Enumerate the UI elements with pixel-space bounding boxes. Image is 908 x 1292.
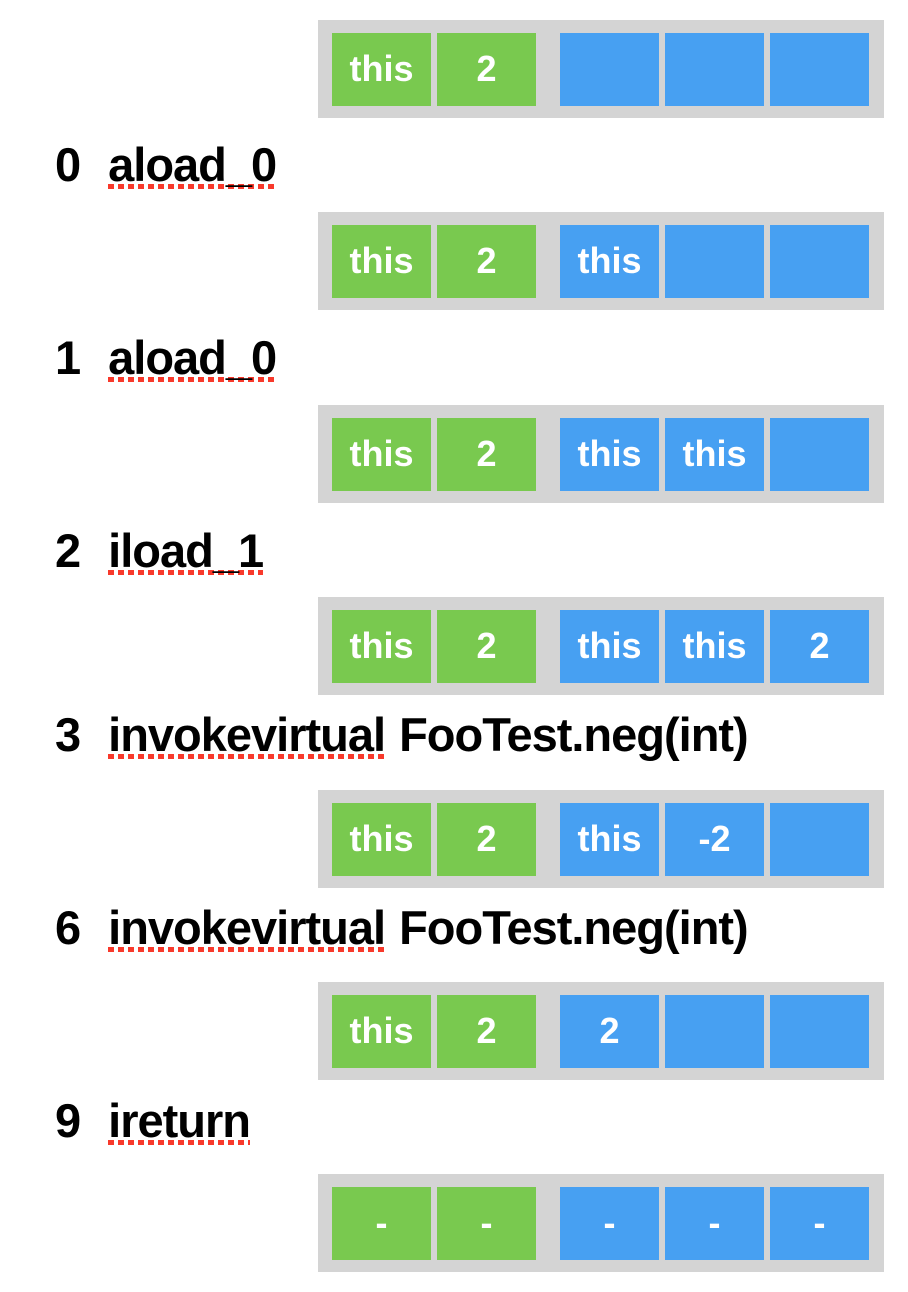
instruction-offset: 1	[55, 331, 81, 384]
stack-cell	[665, 224, 764, 298]
stack-cell: 2	[560, 994, 659, 1068]
frame-row: this 2 this -2	[318, 790, 884, 888]
stack-cell: -2	[665, 802, 764, 876]
local-var-cell: 2	[437, 417, 536, 491]
local-var-cell: this	[332, 609, 431, 683]
local-var-cell: 2	[437, 224, 536, 298]
stack-cell	[770, 32, 869, 106]
local-var-cell: this	[332, 994, 431, 1068]
stack-cell	[770, 994, 869, 1068]
frame-row: this 2	[318, 20, 884, 118]
local-var-cell: 2	[437, 609, 536, 683]
frame-row: this 2 this	[318, 212, 884, 310]
stack-cell: -	[560, 1186, 659, 1260]
stack-cell: this	[665, 417, 764, 491]
instruction-mnemonic: aload_0	[108, 138, 277, 191]
frame-row: this 2 this this 2	[318, 597, 884, 695]
instruction-offset: 9	[55, 1094, 81, 1147]
local-var-cell: 2	[437, 802, 536, 876]
local-var-cell: this	[332, 417, 431, 491]
local-var-cell: this	[332, 32, 431, 106]
local-var-cell: 2	[437, 994, 536, 1068]
stack-cell: -	[770, 1186, 869, 1260]
frame-row: this 2 2	[318, 982, 884, 1080]
stack-cell	[770, 417, 869, 491]
instruction-mnemonic: ireturn	[108, 1094, 251, 1147]
instruction: 6 invokevirtual FooTest.neg(int)	[55, 901, 749, 954]
local-var-cell: -	[332, 1186, 431, 1260]
stack-cell: this	[560, 609, 659, 683]
stack-cell: this	[665, 609, 764, 683]
frame-row: this 2 this this	[318, 405, 884, 503]
instruction-mnemonic: aload_0	[108, 331, 277, 384]
local-var-cell: this	[332, 802, 431, 876]
instruction-offset: 6	[55, 901, 81, 954]
stack-cell	[665, 32, 764, 106]
instruction: 1 aload_0	[55, 331, 277, 384]
stack-cell: this	[560, 802, 659, 876]
instruction: 2 iload_1	[55, 524, 264, 577]
stack-cell	[770, 224, 869, 298]
stack-cell	[665, 994, 764, 1068]
instruction-operands: FooTest.neg(int)	[399, 708, 749, 761]
stack-cell	[560, 32, 659, 106]
frame-row: - - - - -	[318, 1174, 884, 1272]
instruction: 0 aload_0	[55, 138, 277, 191]
stack-cell: this	[560, 417, 659, 491]
instruction-offset: 0	[55, 138, 81, 191]
instruction: 3 invokevirtual FooTest.neg(int)	[55, 708, 749, 761]
instruction-operands: FooTest.neg(int)	[399, 901, 749, 954]
stack-cell: -	[665, 1186, 764, 1260]
instruction-mnemonic: invokevirtual	[108, 708, 386, 761]
local-var-cell: -	[437, 1186, 536, 1260]
local-var-cell: this	[332, 224, 431, 298]
instruction-offset: 2	[55, 524, 81, 577]
local-var-cell: 2	[437, 32, 536, 106]
instruction-mnemonic: iload_1	[108, 524, 264, 577]
instruction-mnemonic: invokevirtual	[108, 901, 386, 954]
instruction: 9 ireturn	[55, 1094, 251, 1147]
stack-cell: this	[560, 224, 659, 298]
stack-cell: 2	[770, 609, 869, 683]
stack-cell	[770, 802, 869, 876]
instruction-offset: 3	[55, 708, 81, 761]
